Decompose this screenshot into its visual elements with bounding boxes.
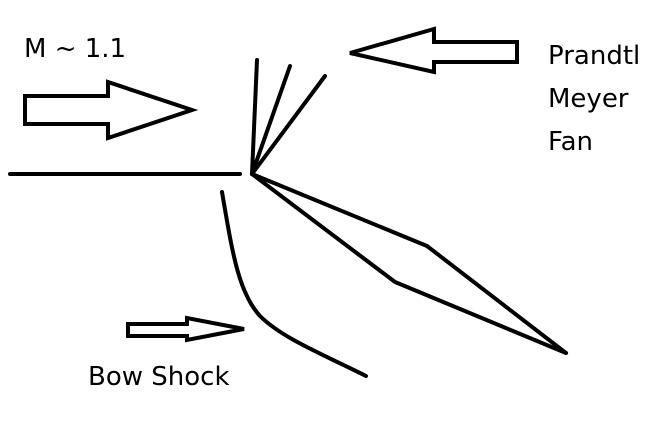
fan-pointer-arrow	[349, 26, 519, 75]
bow-shock-pointer-arrow	[126, 315, 245, 343]
bow-shock-label: Bow Shock	[88, 362, 230, 392]
fan-label-line-2: Meyer	[548, 84, 629, 114]
diamond-upper-edge	[250, 172, 568, 355]
expansion-fan-line	[250, 64, 292, 176]
fan-label-line-3: Fan	[548, 127, 593, 157]
expansion-fan-line	[250, 74, 327, 176]
bow-shock-curve	[220, 190, 368, 378]
fan-label-line-1: Prandtl	[548, 41, 641, 71]
flow-arrow	[23, 79, 199, 141]
diamond-lower-edge	[250, 172, 568, 355]
mach-number-label: M ~ 1.1	[24, 34, 127, 64]
expansion-fan-line	[250, 58, 259, 176]
